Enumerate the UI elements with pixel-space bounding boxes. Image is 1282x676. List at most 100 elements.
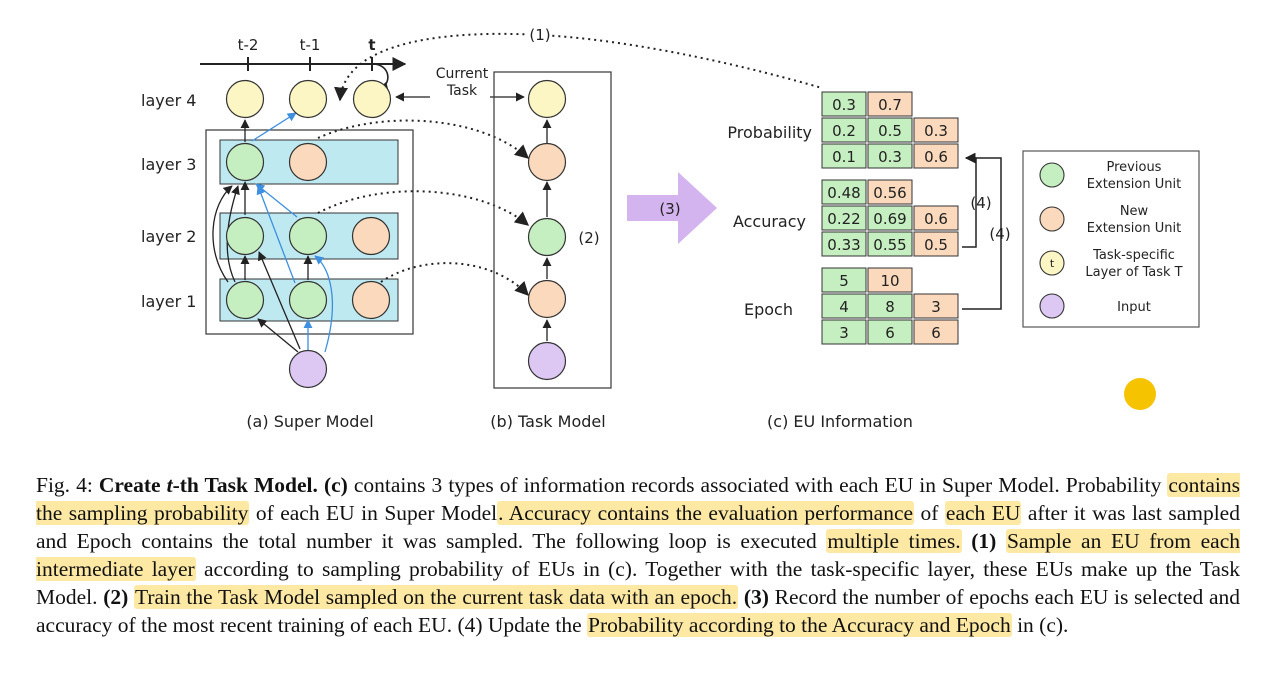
epoch-cell-1-1 bbox=[867, 293, 913, 319]
caption-highlight-6: Train the Task Model sampled on the curr… bbox=[133, 585, 739, 609]
task-node-layer4 bbox=[527, 79, 567, 119]
accuracy-cell-1-2 bbox=[913, 205, 959, 231]
accuracy-cell-1-1 bbox=[867, 205, 913, 231]
caption-title: Create t-th Task Model. bbox=[98, 473, 318, 497]
epoch-cell-1-2 bbox=[913, 293, 959, 319]
probability-value-0-1: 0.7 bbox=[878, 96, 902, 114]
super-node-l1-prev-1 bbox=[225, 280, 265, 320]
figure-diagram: t-2 t-1 t layer 4 layer 3 layer 2 layer … bbox=[141, 24, 1200, 431]
accuracy-value-1-0: 0.22 bbox=[827, 210, 860, 228]
epoch-cell-2-2 bbox=[913, 319, 959, 345]
step-4-label-a: (4) bbox=[970, 194, 991, 212]
probability-value-2-1: 0.3 bbox=[878, 148, 902, 166]
probability-value-2-2: 0.6 bbox=[924, 148, 948, 166]
timeline-label-t: t bbox=[368, 36, 375, 54]
epoch-value-2-2: 6 bbox=[931, 324, 941, 342]
super-model-panel: t-2 t-1 t layer 4 layer 3 layer 2 layer … bbox=[141, 36, 414, 431]
probability-cell-2-1 bbox=[867, 143, 913, 169]
layer-label-4: layer 4 bbox=[141, 91, 196, 110]
accuracy-cell-1-0 bbox=[821, 205, 867, 231]
current-task-label-line2: Task bbox=[446, 83, 478, 99]
super-node-input bbox=[288, 349, 328, 389]
accuracy-label: Accuracy bbox=[733, 212, 806, 231]
caption-step-3: (3) bbox=[743, 585, 769, 609]
probability-value-2-0: 0.1 bbox=[832, 148, 856, 166]
epoch-value-1-1: 8 bbox=[885, 298, 895, 316]
task-model-frame bbox=[493, 71, 612, 389]
legend-input-swatch bbox=[1039, 293, 1065, 319]
step-4-label-b: (4) bbox=[989, 225, 1010, 243]
caption-highlight-4: multiple times. bbox=[826, 529, 962, 553]
caption-step-2: (2) bbox=[103, 585, 129, 609]
task-node-layer3 bbox=[527, 142, 567, 182]
accuracy-value-1-2: 0.6 bbox=[924, 210, 948, 228]
timeline-label-t-1: t-1 bbox=[300, 36, 321, 54]
task-model-panel: (2) (b) Task Model bbox=[490, 71, 612, 431]
probability-cell-2-0 bbox=[821, 143, 867, 169]
epoch-cell-1-0 bbox=[821, 293, 867, 319]
step-3-arrow bbox=[627, 172, 717, 244]
caption-ref-c: (c) bbox=[323, 473, 348, 497]
caption-highlight-3: each EU bbox=[944, 501, 1022, 525]
legend-new-line1: New bbox=[1120, 204, 1149, 219]
task-node-layer2 bbox=[527, 217, 567, 257]
epoch-cell-2-0 bbox=[821, 319, 867, 345]
probability-cell-2-2 bbox=[913, 143, 959, 169]
layer-label-1: layer 1 bbox=[141, 292, 196, 311]
probability-value-1-2: 0.3 bbox=[924, 122, 948, 140]
accuracy-value-1-1: 0.69 bbox=[873, 210, 906, 228]
yellow-dot bbox=[1124, 378, 1156, 410]
accuracy-cell-2-2 bbox=[913, 231, 959, 257]
accuracy-cell-0-1 bbox=[867, 179, 913, 205]
legend-input-line1: Input bbox=[1117, 300, 1151, 315]
panel-caption-a: (a) Super Model bbox=[246, 412, 373, 431]
epoch-cell-2-1 bbox=[867, 319, 913, 345]
epoch-cell-0-0 bbox=[821, 267, 867, 293]
epoch-value-1-2: 3 bbox=[931, 298, 941, 316]
legend-previous-line1: Previous bbox=[1107, 160, 1162, 175]
legend: Previous Extension Unit New Extension Un… bbox=[1022, 150, 1200, 328]
panel-caption-c: (c) EU Information bbox=[767, 412, 913, 431]
caption-highlight-7: Probability according to the Accuracy an… bbox=[587, 613, 1012, 637]
epoch-value-2-0: 3 bbox=[839, 324, 849, 342]
probability-label: Probability bbox=[727, 123, 812, 142]
super-node-l3-new bbox=[288, 142, 328, 182]
legend-task-line2: Layer of Task T bbox=[1085, 265, 1182, 280]
current-task-label-line1: Current bbox=[436, 66, 489, 82]
probability-value-1-1: 0.5 bbox=[878, 122, 902, 140]
super-node-l4-t-2 bbox=[225, 79, 265, 119]
caption-fig-no: Fig. 4: bbox=[36, 473, 93, 497]
step-1-label: (1) bbox=[529, 26, 550, 44]
legend-previous-line2: Extension Unit bbox=[1087, 177, 1181, 192]
caption-step-1: (1) bbox=[971, 529, 997, 553]
super-node-l2-prev-1 bbox=[225, 216, 265, 256]
legend-task-glyph: t bbox=[1050, 257, 1055, 270]
legend-task-line1: Task-specific bbox=[1092, 248, 1175, 263]
accuracy-cell-2-1 bbox=[867, 231, 913, 257]
timeline-label-t-2: t-2 bbox=[238, 36, 259, 54]
probability-cell-0-1 bbox=[867, 91, 913, 117]
super-node-l1-prev-2 bbox=[288, 280, 328, 320]
accuracy-cell-2-0 bbox=[821, 231, 867, 257]
epoch-value-0-0: 5 bbox=[839, 272, 849, 290]
task-node-layer1 bbox=[527, 279, 567, 319]
super-node-l1-new bbox=[351, 280, 391, 320]
legend-previous-swatch bbox=[1039, 162, 1065, 188]
super-node-l2-prev-2 bbox=[288, 216, 328, 256]
legend-task-swatch bbox=[1039, 250, 1065, 276]
accuracy-cell-0-0 bbox=[821, 179, 867, 205]
accuracy-value-2-1: 0.55 bbox=[873, 236, 906, 254]
super-node-l3-prev bbox=[225, 142, 265, 182]
probability-cell-1-1 bbox=[867, 117, 913, 143]
probability-value-0-0: 0.3 bbox=[832, 96, 856, 114]
accuracy-value-0-0: 0.48 bbox=[827, 184, 860, 202]
probability-cell-0-0 bbox=[821, 91, 867, 117]
task-node-input bbox=[527, 341, 567, 381]
layer-label-2: layer 2 bbox=[141, 227, 196, 246]
layer-label-3: layer 3 bbox=[141, 155, 196, 174]
accuracy-value-2-0: 0.33 bbox=[827, 236, 860, 254]
epoch-value-0-1: 10 bbox=[880, 272, 899, 290]
epoch-value-2-1: 6 bbox=[885, 324, 895, 342]
